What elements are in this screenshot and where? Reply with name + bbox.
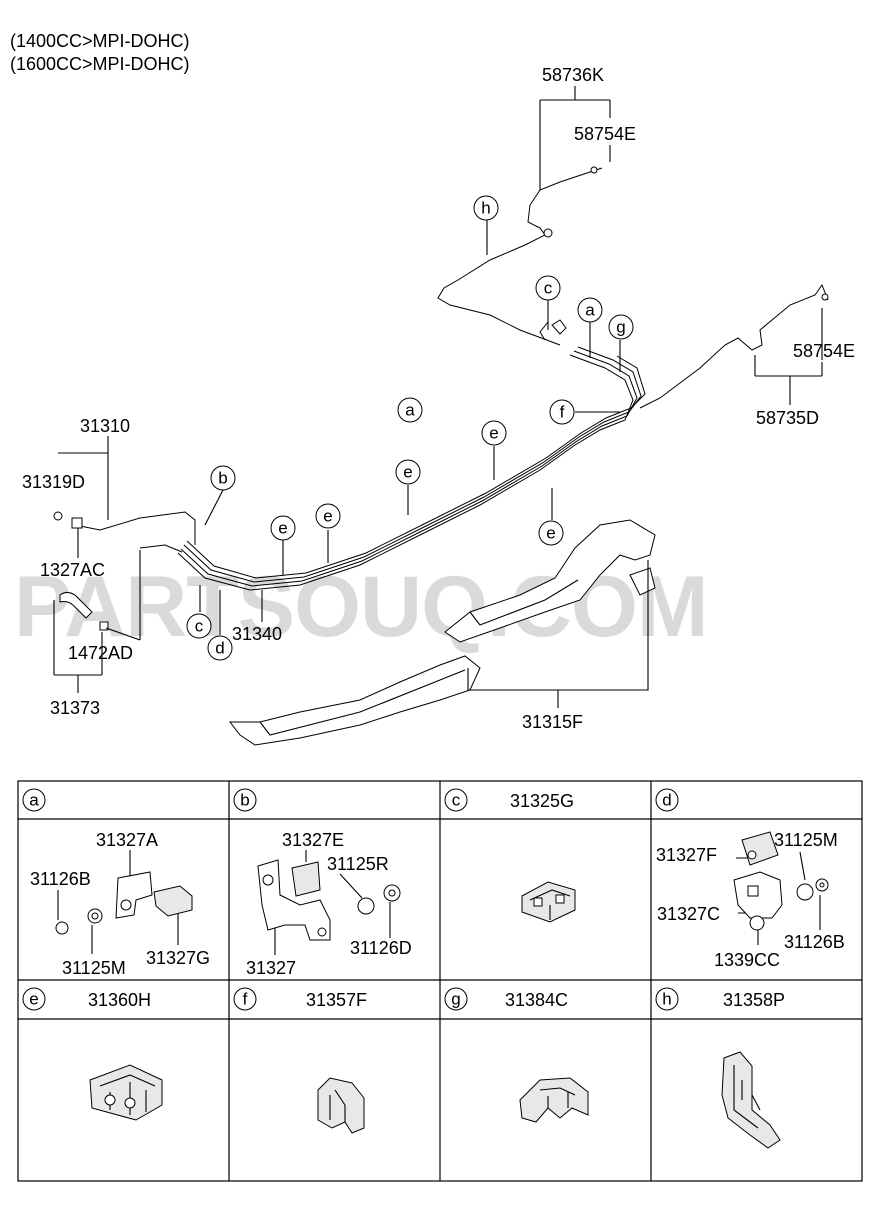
svg-text:e: e: [29, 990, 38, 1009]
label-31340: 31340: [232, 624, 282, 644]
engine-variant-1400: (1400CC>MPI-DOHC): [10, 31, 190, 51]
callout-e-5: e: [538, 520, 564, 546]
label-31373: 31373: [50, 698, 100, 718]
svg-text:a: a: [29, 791, 39, 810]
svg-text:h: h: [662, 990, 671, 1009]
cell-e-body: [89, 1064, 163, 1121]
cell-header-c: c 31325G: [444, 788, 574, 812]
cell-header-h: h 31358P: [655, 987, 785, 1011]
callout-h: h: [473, 195, 499, 221]
leader-lines: [53, 86, 823, 708]
cell-h-body: [721, 1051, 781, 1149]
label-1327AC: 1327AC: [40, 560, 105, 580]
callout-e-3: e: [315, 503, 341, 529]
part-31327: 31327: [246, 958, 296, 978]
part-31126D: 31126D: [350, 938, 412, 958]
svg-text:c: c: [544, 279, 553, 298]
label-58735D: 58735D: [756, 408, 819, 428]
part-31125M: 31125M: [62, 958, 126, 978]
cell-header-b: b: [233, 788, 257, 812]
part-31126B: 31126B: [784, 932, 845, 952]
cell-header-g: g 31384C: [444, 987, 568, 1011]
svg-text:b: b: [218, 469, 227, 488]
part-1339CC: 1339CC: [714, 950, 780, 970]
cell-c-body: [521, 881, 576, 923]
label-31315F: 31315F: [522, 712, 583, 732]
cell-b-body: 31327E 31125R 31327 31126D: [246, 830, 412, 978]
front-floor-member: [228, 655, 481, 746]
cell-f-body: [317, 1077, 365, 1134]
svg-text:c: c: [195, 617, 204, 636]
rear-floor-member: [444, 519, 656, 643]
cell-d-body: 31327F 31125M 31327C 31126B 1339CC: [656, 830, 845, 970]
svg-text:e: e: [323, 507, 332, 526]
callout-c-low: c: [186, 613, 212, 639]
part-31325G: 31325G: [510, 791, 574, 811]
svg-text:c: c: [452, 791, 461, 810]
cell-header-f: f 31357F: [233, 987, 367, 1011]
svg-text:f: f: [243, 990, 248, 1009]
callout-e-4: e: [270, 515, 296, 541]
svg-text:a: a: [585, 301, 595, 320]
cell-header-d: d: [655, 788, 679, 812]
cell-header-e: e 31360H: [22, 987, 151, 1011]
callout-g: g: [608, 314, 634, 340]
part-31125M: 31125M: [774, 830, 838, 850]
letter-callouts: h c a g f a e e e e e b c d: [186, 195, 634, 661]
callout-b: b: [210, 465, 236, 491]
callout-d: d: [207, 635, 233, 661]
svg-text:g: g: [616, 318, 625, 337]
part-31357F: 31357F: [306, 990, 367, 1010]
callout-e-1: e: [481, 420, 507, 446]
svg-text:e: e: [278, 519, 287, 538]
callout-e-2: e: [395, 459, 421, 485]
part-31327C: 31327C: [657, 904, 720, 924]
part-31125R: 31125R: [327, 854, 389, 874]
svg-text:b: b: [240, 791, 249, 810]
part-31327E: 31327E: [282, 830, 344, 850]
svg-text:e: e: [403, 463, 412, 482]
watermark: PARTSOUQ.COM: [14, 559, 708, 655]
label-31319D: 31319D: [22, 472, 85, 492]
part-31126B: 31126B: [30, 869, 91, 889]
part-31327A: 31327A: [96, 830, 158, 850]
part-31384C: 31384C: [505, 990, 568, 1010]
svg-text:d: d: [662, 791, 671, 810]
label-31310: 31310: [80, 416, 130, 436]
svg-text:g: g: [451, 990, 460, 1009]
clip-table: a b c 31325G d e 31360H f 31357F g 31384…: [17, 780, 863, 1182]
engine-variant-1600: (1600CC>MPI-DOHC): [10, 54, 190, 74]
part-31327F: 31327F: [656, 845, 717, 865]
svg-text:e: e: [546, 524, 555, 543]
svg-text:a: a: [405, 401, 415, 420]
callout-f: f: [549, 399, 575, 425]
part-31360H: 31360H: [88, 990, 151, 1010]
svg-text:d: d: [215, 639, 224, 658]
label-58754E-right: 58754E: [793, 341, 855, 361]
svg-text:e: e: [489, 424, 498, 443]
label-1472AD: 1472AD: [68, 643, 133, 663]
callout-c-top: c: [535, 275, 561, 301]
callout-a-top: a: [577, 297, 603, 323]
svg-text:h: h: [481, 199, 490, 218]
cell-a-body: 31327A 31126B 31125M 31327G: [30, 830, 210, 978]
cell-g-body: [519, 1077, 589, 1123]
label-58736K: 58736K: [542, 65, 604, 85]
part-31358P: 31358P: [723, 990, 785, 1010]
label-58754E-top: 58754E: [574, 124, 636, 144]
fuel-line-drawing: [53, 166, 829, 631]
part-31327G: 31327G: [146, 948, 210, 968]
callout-a-mid: a: [397, 397, 423, 423]
svg-text:f: f: [560, 403, 565, 422]
cell-header-a: a: [22, 788, 46, 812]
